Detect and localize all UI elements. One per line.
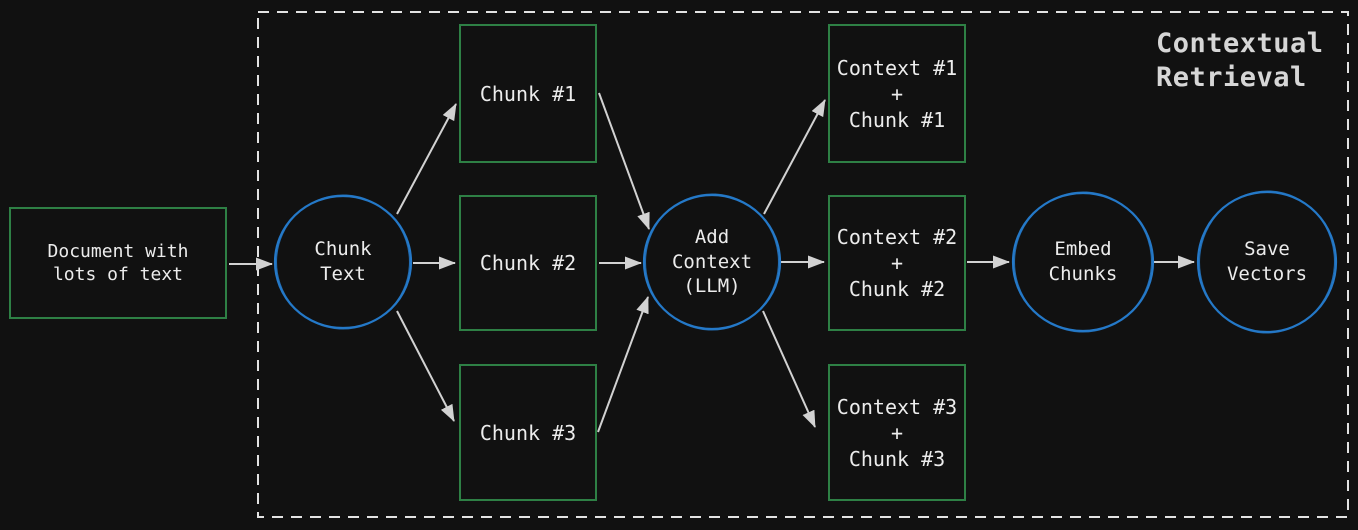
node-label: Document with lots of text (47, 240, 189, 285)
node-save-vectors: Save Vectors (1198, 192, 1336, 332)
arrow-chunk-3-to-add-context-llm (597, 296, 649, 433)
node-chunk-1: Chunk #1 (459, 24, 597, 163)
node-context-1-chunk-1: Context #1 + Chunk #1 (828, 24, 966, 163)
node-label: Add Context (LLM) (671, 225, 753, 298)
node-label: Embed Chunks (1048, 238, 1118, 285)
node-context-3-chunk-3: Context #3 + Chunk #3 (828, 364, 966, 501)
node-document-with-lots-of-text: Document with lots of text (9, 207, 227, 319)
node-label: Chunk Text (314, 238, 372, 285)
node-label: Chunk #1 (479, 81, 577, 106)
node-label: Chunk #3 (479, 420, 577, 445)
node-label: Save Vectors (1226, 238, 1308, 285)
node-label: Context #1 + Chunk #1 (836, 55, 958, 132)
arrow-add-context-llm-to-context-1-chunk-1 (763, 99, 826, 215)
node-save-vectors-circle (1196, 190, 1338, 334)
circle-nodes (273, 190, 1338, 334)
arrow-add-context-llm-to-context-3-chunk-3 (762, 310, 816, 428)
node-label: Context #3 + Chunk #3 (836, 394, 958, 471)
arrow-chunk-text-to-chunk-1 (396, 103, 457, 215)
node-label: Context #2 + Chunk #2 (836, 225, 958, 301)
node-chunk-text-circle (273, 194, 413, 330)
node-embed-chunks: Embed Chunks (1013, 192, 1153, 332)
flow-arrows (229, 92, 1195, 433)
node-add-context-llm: Add Context (LLM) (644, 194, 780, 330)
diagram-title: Contextual Retrieval (1156, 28, 1324, 93)
arrow-chunk-1-to-add-context-llm (598, 92, 650, 230)
node-chunk-text: Chunk Text (275, 194, 411, 330)
arrow-chunk-text-to-chunk-3 (396, 310, 455, 422)
node-chunk-2: Chunk #2 (459, 195, 597, 331)
node-chunk-3: Chunk #3 (459, 364, 597, 501)
node-context-2-chunk-2: Context #2 + Chunk #2 (828, 195, 966, 331)
node-label: Chunk #2 (479, 251, 577, 275)
node-add-context-llm-circle (642, 193, 782, 331)
node-embed-chunks-circle (1011, 191, 1155, 333)
